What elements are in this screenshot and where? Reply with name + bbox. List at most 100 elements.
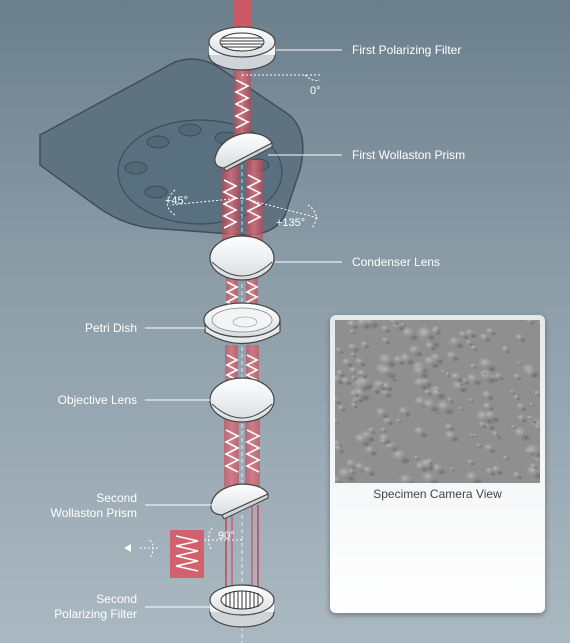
- first-wollaston-prism-label: First Wollaston Prism: [352, 148, 465, 162]
- first-polarizing-filter-label: First Polarizing Filter: [352, 43, 461, 57]
- texture-shadow: [504, 349, 511, 354]
- texture-shadow: [434, 330, 441, 336]
- second-prism-angle: 90°: [218, 530, 235, 542]
- specimen-camera-image: [335, 320, 540, 483]
- texture-shadow: [350, 470, 357, 476]
- viewer-arrow-icon: [124, 544, 131, 552]
- texture-shadow: [442, 406, 455, 416]
- texture-shadow: [520, 417, 528, 423]
- texture-shadow: [511, 391, 516, 395]
- texture-shadow: [356, 397, 364, 404]
- texture-shadow: [370, 429, 377, 435]
- texture-shadow: [460, 408, 465, 411]
- texture-shadow: [518, 363, 522, 366]
- texture-shadow: [504, 457, 510, 461]
- texture-shadow: [360, 373, 369, 380]
- texture-shadow: [415, 457, 420, 461]
- texture-shadow: [537, 458, 540, 466]
- texture-shadow: [487, 424, 496, 431]
- texture-shadow: [528, 320, 536, 325]
- texture-shadow: [351, 346, 360, 353]
- second-wollaston-prism-label-line1: Second: [96, 491, 137, 505]
- texture-shadow: [539, 322, 540, 325]
- texture-shadow: [397, 359, 406, 366]
- texture-shadow: [418, 430, 428, 439]
- texture-shadow: [459, 382, 464, 386]
- texture-shadow: [358, 361, 367, 368]
- texture-shadow: [468, 332, 477, 339]
- texture-shadow: [350, 323, 360, 330]
- objective-lens: [209, 377, 275, 423]
- texture-shadow: [531, 450, 540, 460]
- angle-arc-135: [241, 197, 319, 229]
- texture-shadow: [489, 330, 497, 337]
- first-filter-angle: 0°: [310, 85, 321, 97]
- texture-shadow: [474, 435, 478, 438]
- texture-shadow: [483, 336, 491, 343]
- texture-shadow: [413, 349, 424, 358]
- camera-view-caption: Specimen Camera View: [373, 487, 502, 501]
- texture-shadow: [450, 355, 460, 362]
- petri-dish: [203, 302, 281, 345]
- texture-shadow: [449, 435, 460, 443]
- texture-shadow: [382, 429, 388, 434]
- texture-shadow: [362, 381, 375, 391]
- texture-shadow: [519, 406, 528, 412]
- condenser-lens-label: Condenser Lens: [352, 255, 440, 269]
- texture-shadow: [471, 434, 475, 438]
- texture-shadow: [404, 357, 415, 366]
- texture-shadow: [366, 470, 376, 477]
- texture-shadow: [473, 347, 479, 352]
- texture-shadow: [481, 424, 488, 429]
- texture-shadow: [352, 404, 359, 409]
- texture-shadow: [352, 392, 360, 399]
- texture-shadow: [359, 438, 372, 448]
- texture-shadow: [435, 392, 445, 399]
- second-polarizing-filter-label-line1: Second: [96, 592, 137, 606]
- texture-shadow: [402, 410, 412, 418]
- texture-shadow: [363, 343, 371, 349]
- texture-shadow: [404, 479, 416, 483]
- texture-shadow: [519, 432, 531, 442]
- texture-shadow: [427, 477, 440, 483]
- texture-shadow: [532, 471, 540, 480]
- texture-shadow: [436, 467, 446, 476]
- texture-shadow: [392, 320, 400, 326]
- objective-lens-label: Objective Lens: [58, 393, 137, 407]
- specimen-texture: [335, 320, 540, 483]
- texture-shadow: [343, 473, 357, 483]
- texture-shadow: [532, 465, 539, 470]
- texture-shadow: [489, 414, 500, 423]
- texture-shadow: [485, 394, 495, 401]
- texture-shadow: [515, 474, 523, 480]
- first-wollaston-prism: [214, 132, 273, 172]
- texture-shadow: [423, 332, 437, 342]
- texture-shadow: [380, 383, 384, 387]
- second-polarizing-filter-label-line2: Polarizing Filter: [54, 607, 137, 621]
- texture-shadow: [361, 322, 372, 330]
- texture-shadow: [442, 371, 447, 374]
- texture-shadow: [353, 400, 358, 404]
- first-polarizing-filter: [208, 26, 276, 71]
- texture-shadow: [340, 407, 347, 412]
- condenser-lens: [209, 235, 275, 281]
- texture-shadow: [428, 360, 440, 369]
- texture-shadow: [407, 332, 419, 342]
- texture-shadow: [384, 339, 391, 345]
- texture-shadow: [418, 382, 430, 391]
- texture-shadow: [495, 469, 504, 476]
- texture-shadow: [487, 447, 496, 454]
- first-filter-angle-arc: [242, 74, 321, 81]
- texture-shadow: [469, 400, 475, 404]
- texture-shadow: [352, 377, 357, 381]
- second-prism-angle-arc: [200, 527, 242, 551]
- texture-shadow: [384, 328, 391, 334]
- texture-shadow: [368, 449, 378, 457]
- texture-shadow: [494, 432, 500, 437]
- texture-shadow: [528, 417, 534, 421]
- recombined-wave: [170, 530, 204, 578]
- texture-shadow: [472, 365, 477, 370]
- texture-shadow: [469, 461, 476, 466]
- texture-shadow: [488, 470, 497, 477]
